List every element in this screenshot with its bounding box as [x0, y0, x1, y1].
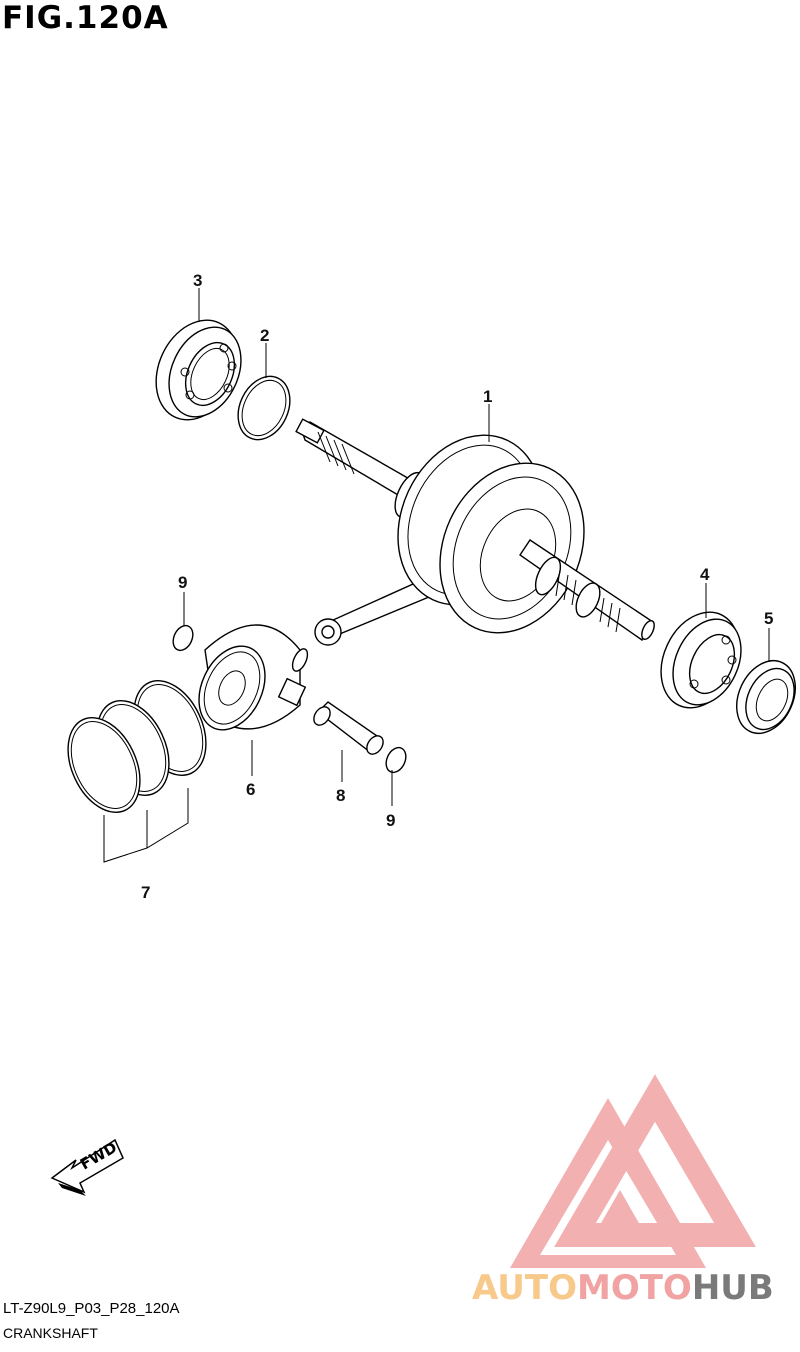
callout-5: 5 — [764, 609, 773, 628]
leader-lines — [103, 288, 770, 863]
watermark-logo-icon — [510, 1074, 756, 1268]
clip-part-9-left — [172, 624, 194, 652]
figure-title: FIG.120A — [2, 0, 169, 36]
callout-8: 8 — [336, 786, 345, 805]
oil-seal-part-5 — [736, 660, 796, 734]
bearing-part-3 — [155, 319, 242, 421]
crankshaft-part-1 — [295, 418, 655, 646]
bearing-part-4 — [660, 611, 742, 709]
ring-part-2 — [237, 375, 291, 441]
piston-pin-part-8 — [313, 701, 384, 755]
diagram-code: LT-Z90L9_P03_P28_120A — [3, 1300, 180, 1317]
piston-part-6 — [198, 624, 309, 731]
diagram-caption: CRANKSHAFT — [3, 1325, 98, 1341]
piston-rings-part-7 — [67, 680, 207, 813]
callout-2: 2 — [260, 326, 269, 345]
watermark-text: AUTOMOTOHUB — [472, 1268, 774, 1308]
callout-9-left: 9 — [178, 573, 187, 592]
arrow-fwd-icon: FWD — [50, 1138, 124, 1196]
callout-4: 4 — [700, 565, 710, 584]
callout-3: 3 — [193, 271, 202, 290]
clip-part-9-right — [385, 746, 407, 774]
callout-7: 7 — [141, 883, 150, 902]
callout-1: 1 — [483, 387, 492, 406]
callout-9-right: 9 — [386, 811, 395, 830]
callout-6: 6 — [246, 780, 255, 799]
